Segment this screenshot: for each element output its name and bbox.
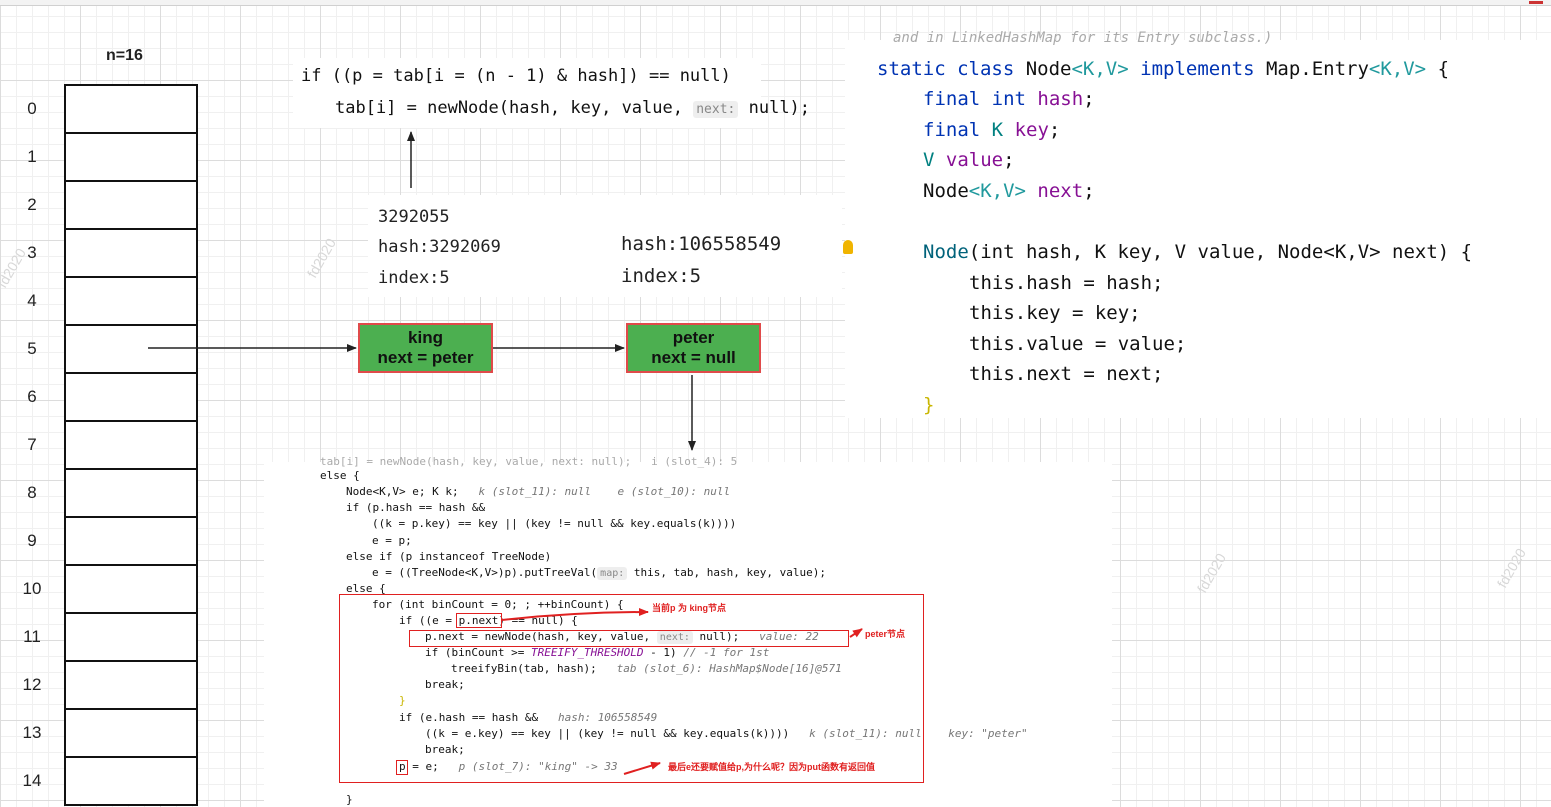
info-text: hash:106558549 — [621, 233, 782, 255]
code-line: if (e.hash == hash && hash: 106558549 — [399, 711, 658, 724]
info-text: 3292055 — [378, 207, 450, 227]
array-index: 13 — [22, 723, 42, 742]
array-cell-12 — [64, 662, 198, 710]
node-class-code: and in LinkedHashMap for its Entry subcl… — [843, 30, 1551, 418]
array-index: 12 — [22, 675, 42, 694]
hash-table-array — [64, 84, 198, 806]
code-line: for (int binCount = 0; ; ++binCount) { — [372, 598, 624, 611]
code-line: treeifyBin(tab, hash); tab (slot_6): Has… — [451, 662, 842, 675]
code-line: if (binCount >= TREEIFY_THRESHOLD - 1) /… — [425, 646, 770, 659]
code-line: this.key = key; — [969, 302, 1141, 324]
array-cell-8 — [64, 470, 198, 518]
array-cell-0 — [64, 84, 198, 134]
arrow-annotation-why — [623, 761, 661, 775]
array-cell-14 — [64, 758, 198, 806]
annotation-current-p: 当前p 为 king节点 — [652, 603, 726, 613]
array-index: 0 — [27, 99, 37, 118]
code-line: p.next = newNode(hash, key, value, next:… — [425, 630, 819, 644]
code-line: static class Node<K,V> implements Map.En… — [877, 58, 1450, 80]
code-line: Node<K,V> next; — [923, 180, 1095, 202]
code-line: this.value = value; — [969, 333, 1187, 355]
array-cell-10 — [64, 566, 198, 614]
code-line: else { — [320, 469, 360, 482]
array-cell-3 — [64, 230, 198, 278]
array-index: 3 — [27, 243, 37, 262]
code-line: tab[i] = newNode(hash, key, value, next:… — [320, 455, 738, 468]
code-line: this.hash = hash; — [969, 272, 1164, 294]
arrow-annotation-peter — [849, 628, 863, 638]
code-line: e = p; — [372, 534, 412, 547]
doc-comment: and in LinkedHashMap for its Entry subcl… — [893, 30, 1273, 46]
code-line: Node<K,V> e; K k; k (slot_11): null e (s… — [346, 485, 731, 498]
array-index: 9 — [27, 531, 37, 550]
code-line: final int hash; — [923, 88, 1095, 110]
array-cell-11 — [64, 614, 198, 662]
node-next: next = null — [651, 348, 736, 367]
code-line: else { — [346, 582, 386, 595]
code-line: ((k = p.key) == key || (key != null && k… — [372, 517, 737, 530]
for-loop-highlight-box — [339, 594, 924, 783]
param-hint: next: — [693, 101, 739, 118]
code-line: else if (p instanceof TreeNode) — [346, 550, 552, 563]
new-node-highlight-box — [409, 630, 849, 647]
array-cell-13 — [64, 710, 198, 758]
array-cell-9 — [64, 518, 198, 566]
code-line: } — [346, 793, 353, 806]
putval-code: tab[i] = newNode(hash, key, value, next:… — [264, 455, 1112, 807]
annotation-why-assign: 最后e还要赋值给p,为什么呢？因为put函数有返回值 — [668, 762, 875, 772]
array-cell-7 — [64, 422, 198, 470]
array-index: 6 — [27, 387, 37, 406]
array-index: 10 — [22, 579, 42, 598]
code-line: p = e; p (slot_7): "king" -> 33 — [399, 760, 618, 773]
info-text: index:5 — [378, 268, 450, 288]
array-index: 2 — [27, 195, 37, 214]
code-line: break; — [425, 678, 465, 691]
array-index: 5 — [27, 339, 37, 358]
node-name: king — [408, 328, 443, 347]
window-top-edge — [0, 0, 1551, 6]
code-line: Node(int hash, K key, V value, Node<K,V>… — [923, 241, 1473, 263]
code-line: if ((p = tab[i = (n - 1) & hash]) == nul… — [301, 66, 731, 86]
code-line: } — [923, 394, 935, 416]
param-hint: map: — [597, 567, 628, 580]
lightbulb-icon[interactable] — [843, 240, 853, 254]
arrow-annotation-current-p — [501, 608, 649, 621]
array-size-label: n=16 — [106, 47, 143, 64]
code-line: final K key; — [923, 119, 1061, 141]
node-name: peter — [672, 328, 715, 347]
code-line: break; — [425, 743, 465, 756]
code-line: } — [399, 694, 406, 707]
code-snippet-tab-assign: if ((p = tab[i = (n - 1) & hash]) == nul… — [293, 58, 810, 128]
node-king: king next = peter — [358, 323, 493, 373]
info-text: index:5 — [621, 265, 702, 287]
p-next-highlight-box — [456, 613, 502, 628]
array-index: 8 — [27, 483, 37, 502]
array-cell-5 — [64, 326, 198, 374]
node-next: next = peter — [377, 348, 474, 367]
code-line: ((k = e.key) == key || (key != null && k… — [425, 727, 1028, 740]
array-index: 11 — [23, 627, 41, 646]
array-index: 14 — [22, 771, 42, 790]
array-index: 1 — [27, 147, 37, 166]
code-line: tab[i] = newNode(hash, key, value, next:… — [335, 98, 811, 118]
hash-info-panel: 3292055 hash:3292069 index:5 hash:106558… — [368, 195, 842, 297]
param-hint: next: — [656, 631, 693, 644]
info-text: hash:3292069 — [378, 237, 501, 257]
array-index: 7 — [27, 435, 37, 454]
close-icon[interactable] — [1529, 1, 1543, 4]
code-line: e = ((TreeNode<K,V>)p).putTreeVal(map: t… — [372, 566, 826, 580]
array-cell-1 — [64, 134, 198, 182]
array-cell-6 — [64, 374, 198, 422]
array-cell-2 — [64, 182, 198, 230]
code-line: V value; — [923, 149, 1015, 171]
code-line: if (p.hash == hash && — [346, 501, 486, 514]
array-cell-4 — [64, 278, 198, 326]
annotation-peter-node: peter节点 — [865, 629, 906, 639]
code-line: this.next = next; — [969, 363, 1164, 385]
p-assign-highlight-box — [396, 760, 408, 775]
node-peter: peter next = null — [626, 323, 761, 373]
array-index: 4 — [27, 291, 37, 310]
